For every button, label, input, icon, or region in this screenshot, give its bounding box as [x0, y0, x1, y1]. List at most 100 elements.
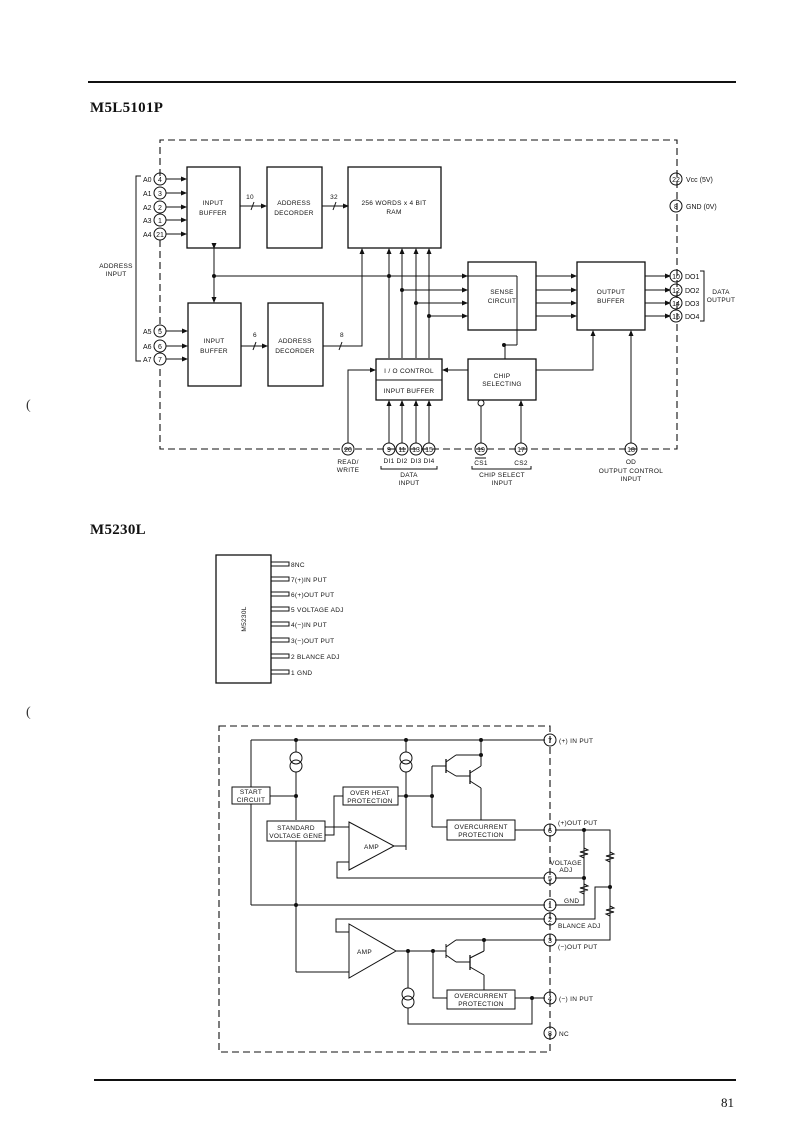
svg-text:9: 9	[387, 447, 391, 454]
package-pin: 8NC	[270, 561, 305, 569]
svg-text:DECORDER: DECORDER	[275, 348, 315, 355]
address-pin-a2: A2 2	[143, 200, 187, 214]
svg-text:6: 6	[548, 828, 552, 835]
svg-text:DECORDER: DECORDER	[274, 210, 314, 217]
data-input-label: DATA	[400, 472, 418, 479]
svg-text:INPUT: INPUT	[621, 476, 642, 483]
bus-width-label: 32	[330, 194, 338, 201]
data-input-pin-di4: 15 DI4	[422, 400, 436, 465]
bus-width-label: 6	[253, 332, 257, 339]
address-input-label: ADDRESS	[99, 263, 133, 270]
page-number: 81	[721, 1095, 734, 1110]
svg-text:VOLTAGE GENE: VOLTAGE GENE	[269, 833, 323, 840]
svg-text:OVER HEAT: OVER HEAT	[350, 790, 390, 797]
amp-top: AMP	[348, 821, 396, 871]
svg-text:INPUT: INPUT	[204, 338, 225, 345]
svg-text:Vcc (5V): Vcc (5V)	[686, 177, 713, 184]
start-circuit-block: START CIRCUIT	[231, 786, 271, 805]
svg-text:OD: OD	[626, 459, 636, 466]
svg-text:SENSE: SENSE	[490, 289, 514, 296]
svg-text:OUTPUT: OUTPUT	[597, 289, 626, 296]
svg-text:A7: A7	[143, 357, 152, 364]
read-write-pin: 20 READ/ WRITE	[337, 442, 359, 474]
svg-text:4: 4	[548, 996, 552, 1003]
svg-text:ADDRESS: ADDRESS	[278, 338, 312, 345]
svg-text:15: 15	[425, 447, 433, 454]
package-label: M5230L	[241, 606, 248, 631]
resistor-icon	[578, 847, 590, 859]
ram-block: 256 WORDS x 4 BIT RAM	[347, 166, 442, 249]
svg-text:PROTECTION: PROTECTION	[458, 832, 504, 839]
data-output-pin-do2: 12 DO2	[645, 283, 700, 297]
margin-mark: (	[26, 398, 31, 413]
chip-select-pin-cs1: 19 CS1	[474, 399, 488, 467]
svg-text:5: 5	[158, 329, 162, 336]
svg-text:A4: A4	[143, 232, 152, 239]
svg-text:4(−)IN PUT: 4(−)IN PUT	[291, 622, 327, 629]
m5l5101p-title: M5L5101P	[90, 100, 164, 116]
svg-text:I / O CONTROL: I / O CONTROL	[384, 368, 434, 375]
bottom-rule	[94, 1079, 736, 1081]
package-pin: 1 GND	[270, 669, 312, 677]
svg-text:A2: A2	[143, 205, 152, 212]
chip-select-bracket	[471, 466, 532, 470]
svg-text:ADDRESS: ADDRESS	[277, 200, 311, 207]
svg-text:16: 16	[672, 314, 680, 321]
address-pin-a4: A4 21	[143, 227, 187, 241]
over-heat-protection-block: OVER HEAT PROTECTION	[342, 786, 399, 806]
current-source-icon	[289, 740, 303, 820]
svg-text:OVERCURRENT: OVERCURRENT	[454, 993, 508, 1000]
chip-outline	[159, 139, 678, 450]
svg-text:(−)OUT PUT: (−)OUT PUT	[558, 944, 598, 951]
address-decoder-bottom: ADDRESS DECORDER	[267, 302, 324, 387]
data-input-bracket	[380, 466, 438, 470]
svg-text:4: 4	[158, 177, 162, 184]
io-control-block: I / O CONTROL INPUT BUFFER	[375, 358, 443, 401]
chip-select-pin-cs2: 17 CS2	[514, 400, 528, 467]
address-decoder-top: ADDRESS DECORDER	[266, 166, 323, 249]
svg-text:8NC: 8NC	[291, 562, 305, 569]
transistor-icon	[445, 938, 545, 990]
chip-outline	[218, 725, 551, 1053]
data-output-label: DATA	[712, 289, 730, 296]
address-input-label: INPUT	[106, 271, 127, 278]
svg-text:3: 3	[548, 938, 552, 945]
svg-text:18: 18	[627, 447, 635, 454]
pin-6-out-plus: 6 (+)OUT PUT	[543, 820, 597, 837]
amp-bottom: AMP	[348, 923, 398, 979]
svg-text:ADJ: ADJ	[559, 867, 572, 874]
svg-text:7: 7	[158, 357, 162, 364]
svg-text:1: 1	[158, 218, 162, 225]
svg-text:OUTPUT CONTROL: OUTPUT CONTROL	[599, 468, 663, 475]
current-source-icon	[401, 951, 533, 1025]
m5230l-title: M5230L	[90, 522, 146, 538]
address-input-bracket	[135, 175, 141, 362]
svg-text:DO4: DO4	[685, 314, 700, 321]
data-output-pin-do1: 10 DO1	[645, 269, 700, 283]
data-input-pin-di1: 9 DI1	[382, 400, 396, 465]
input-buffer-bottom: INPUT BUFFER	[187, 302, 242, 387]
svg-text:GND: GND	[564, 898, 579, 905]
svg-text:22: 22	[672, 177, 680, 184]
svg-text:A1: A1	[143, 191, 152, 198]
svg-text:READ/: READ/	[337, 459, 358, 466]
output-buffer: OUTPUT BUFFER	[576, 261, 646, 331]
gnd-pin: 8 GND (0V)	[669, 199, 717, 213]
data-output-bracket	[700, 270, 705, 322]
svg-text:5 VOLTAGE ADJ: 5 VOLTAGE ADJ	[291, 607, 344, 614]
svg-text:21: 21	[156, 232, 164, 239]
svg-text:DO2: DO2	[685, 288, 700, 295]
svg-text:PROTECTION: PROTECTION	[347, 798, 393, 805]
svg-text:2 BLANCE ADJ: 2 BLANCE ADJ	[291, 654, 340, 661]
pin-3-out-minus: 3 (−)OUT PUT	[543, 933, 598, 951]
svg-text:20: 20	[344, 447, 352, 454]
svg-text:INPUT BUFFER: INPUT BUFFER	[384, 388, 435, 395]
svg-text:7: 7	[548, 738, 552, 745]
resistor-icon	[604, 905, 616, 917]
package-pin: 4(−)IN PUT	[270, 621, 327, 629]
svg-text:CS1: CS1	[474, 460, 488, 467]
svg-text:256 WORDS x 4 BIT: 256 WORDS x 4 BIT	[361, 200, 426, 207]
package-pin: 2 BLANCE ADJ	[270, 653, 340, 661]
svg-text:1 GND: 1 GND	[291, 670, 312, 677]
